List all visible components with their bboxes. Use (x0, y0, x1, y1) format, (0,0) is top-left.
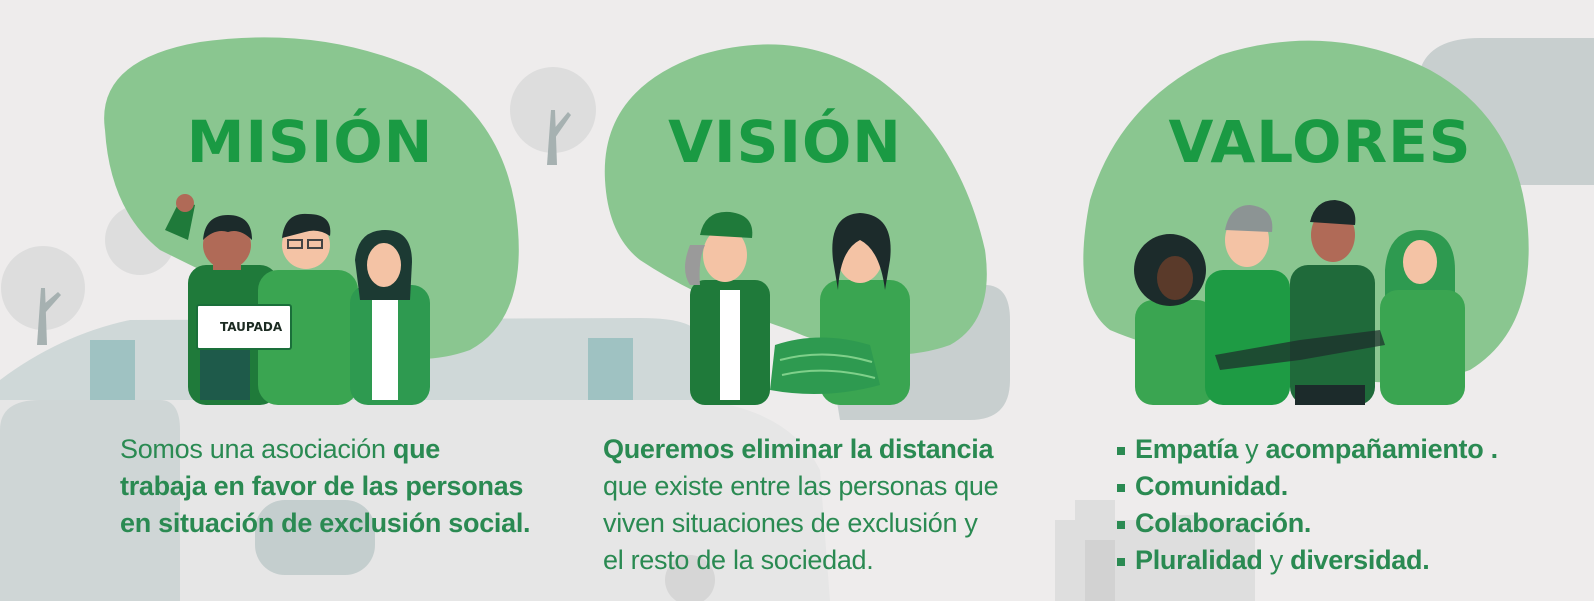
vision-line-3: viven situaciones de exclusión y (603, 508, 978, 538)
valores-description: Empatía y acompañamiento . Comunidad. Co… (1117, 431, 1587, 579)
value-term: acompañamiento . (1265, 434, 1499, 464)
value-term: Pluralidad (1135, 545, 1263, 575)
list-item: Comunidad. (1117, 468, 1587, 505)
valores-title: VALORES (1168, 108, 1472, 176)
list-item: Pluralidad y diversidad. (1117, 542, 1587, 579)
mision-blob (104, 37, 519, 359)
mision-people (165, 194, 430, 405)
mision-text-bold-1: que (392, 434, 440, 464)
value-term: diversidad. (1290, 545, 1430, 575)
mision-text-regular: Somos una asociación (120, 434, 393, 464)
vision-line-2: que existe entre las personas que (603, 471, 999, 501)
vision-blob (604, 44, 987, 355)
vision-title: VISIÓN (668, 108, 902, 176)
list-item: Colaboración. (1117, 505, 1587, 542)
vision-line-1: Queremos eliminar la distancia (603, 434, 994, 464)
mision-title: MISIÓN (186, 108, 434, 176)
mision-description: Somos una asociación que trabaja en favo… (120, 431, 550, 542)
value-conj: y (1262, 545, 1291, 575)
vision-description: Queremos eliminar la distancia que exist… (603, 431, 1043, 579)
valores-list: Empatía y acompañamiento . Comunidad. Co… (1117, 431, 1587, 579)
valores-people (1134, 200, 1465, 405)
value-term: Colaboración. (1135, 508, 1312, 538)
vision-people (685, 211, 910, 405)
mision-text-bold-3: en situación de exclusión social. (120, 508, 531, 538)
vision-line-4: el resto de la sociedad. (603, 545, 874, 575)
taupada-sign: TAUPADA (196, 304, 292, 350)
sign-label: TAUPADA (220, 320, 283, 334)
value-term: Comunidad. (1135, 471, 1288, 501)
value-term: Empatía (1135, 434, 1238, 464)
value-conj: y (1237, 434, 1266, 464)
list-item: Empatía y acompañamiento . (1117, 431, 1587, 468)
mision-text-bold-2: trabaja en favor de las personas (120, 471, 524, 501)
